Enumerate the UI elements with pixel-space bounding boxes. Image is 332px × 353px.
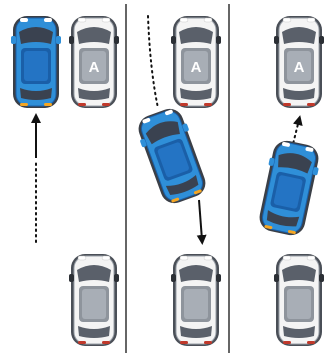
panel-3: A [255,16,324,346]
blue-car [133,104,211,208]
parked-car-a: A [274,16,324,108]
parked-car-a: A [171,16,221,108]
parked-car [171,254,221,346]
blue-car [11,16,61,108]
parked-car-letter: A [89,59,100,76]
parked-car-letter: A [191,59,202,76]
blue-car [255,138,323,238]
path-dotted [148,16,158,108]
parked-car-a: A [69,16,119,108]
panel-1: A [11,16,119,346]
panel-2: A [133,16,221,346]
parked-car [69,254,119,346]
path-arrow [199,200,202,240]
parked-car [274,254,324,346]
parked-car-letter: A [294,59,305,76]
